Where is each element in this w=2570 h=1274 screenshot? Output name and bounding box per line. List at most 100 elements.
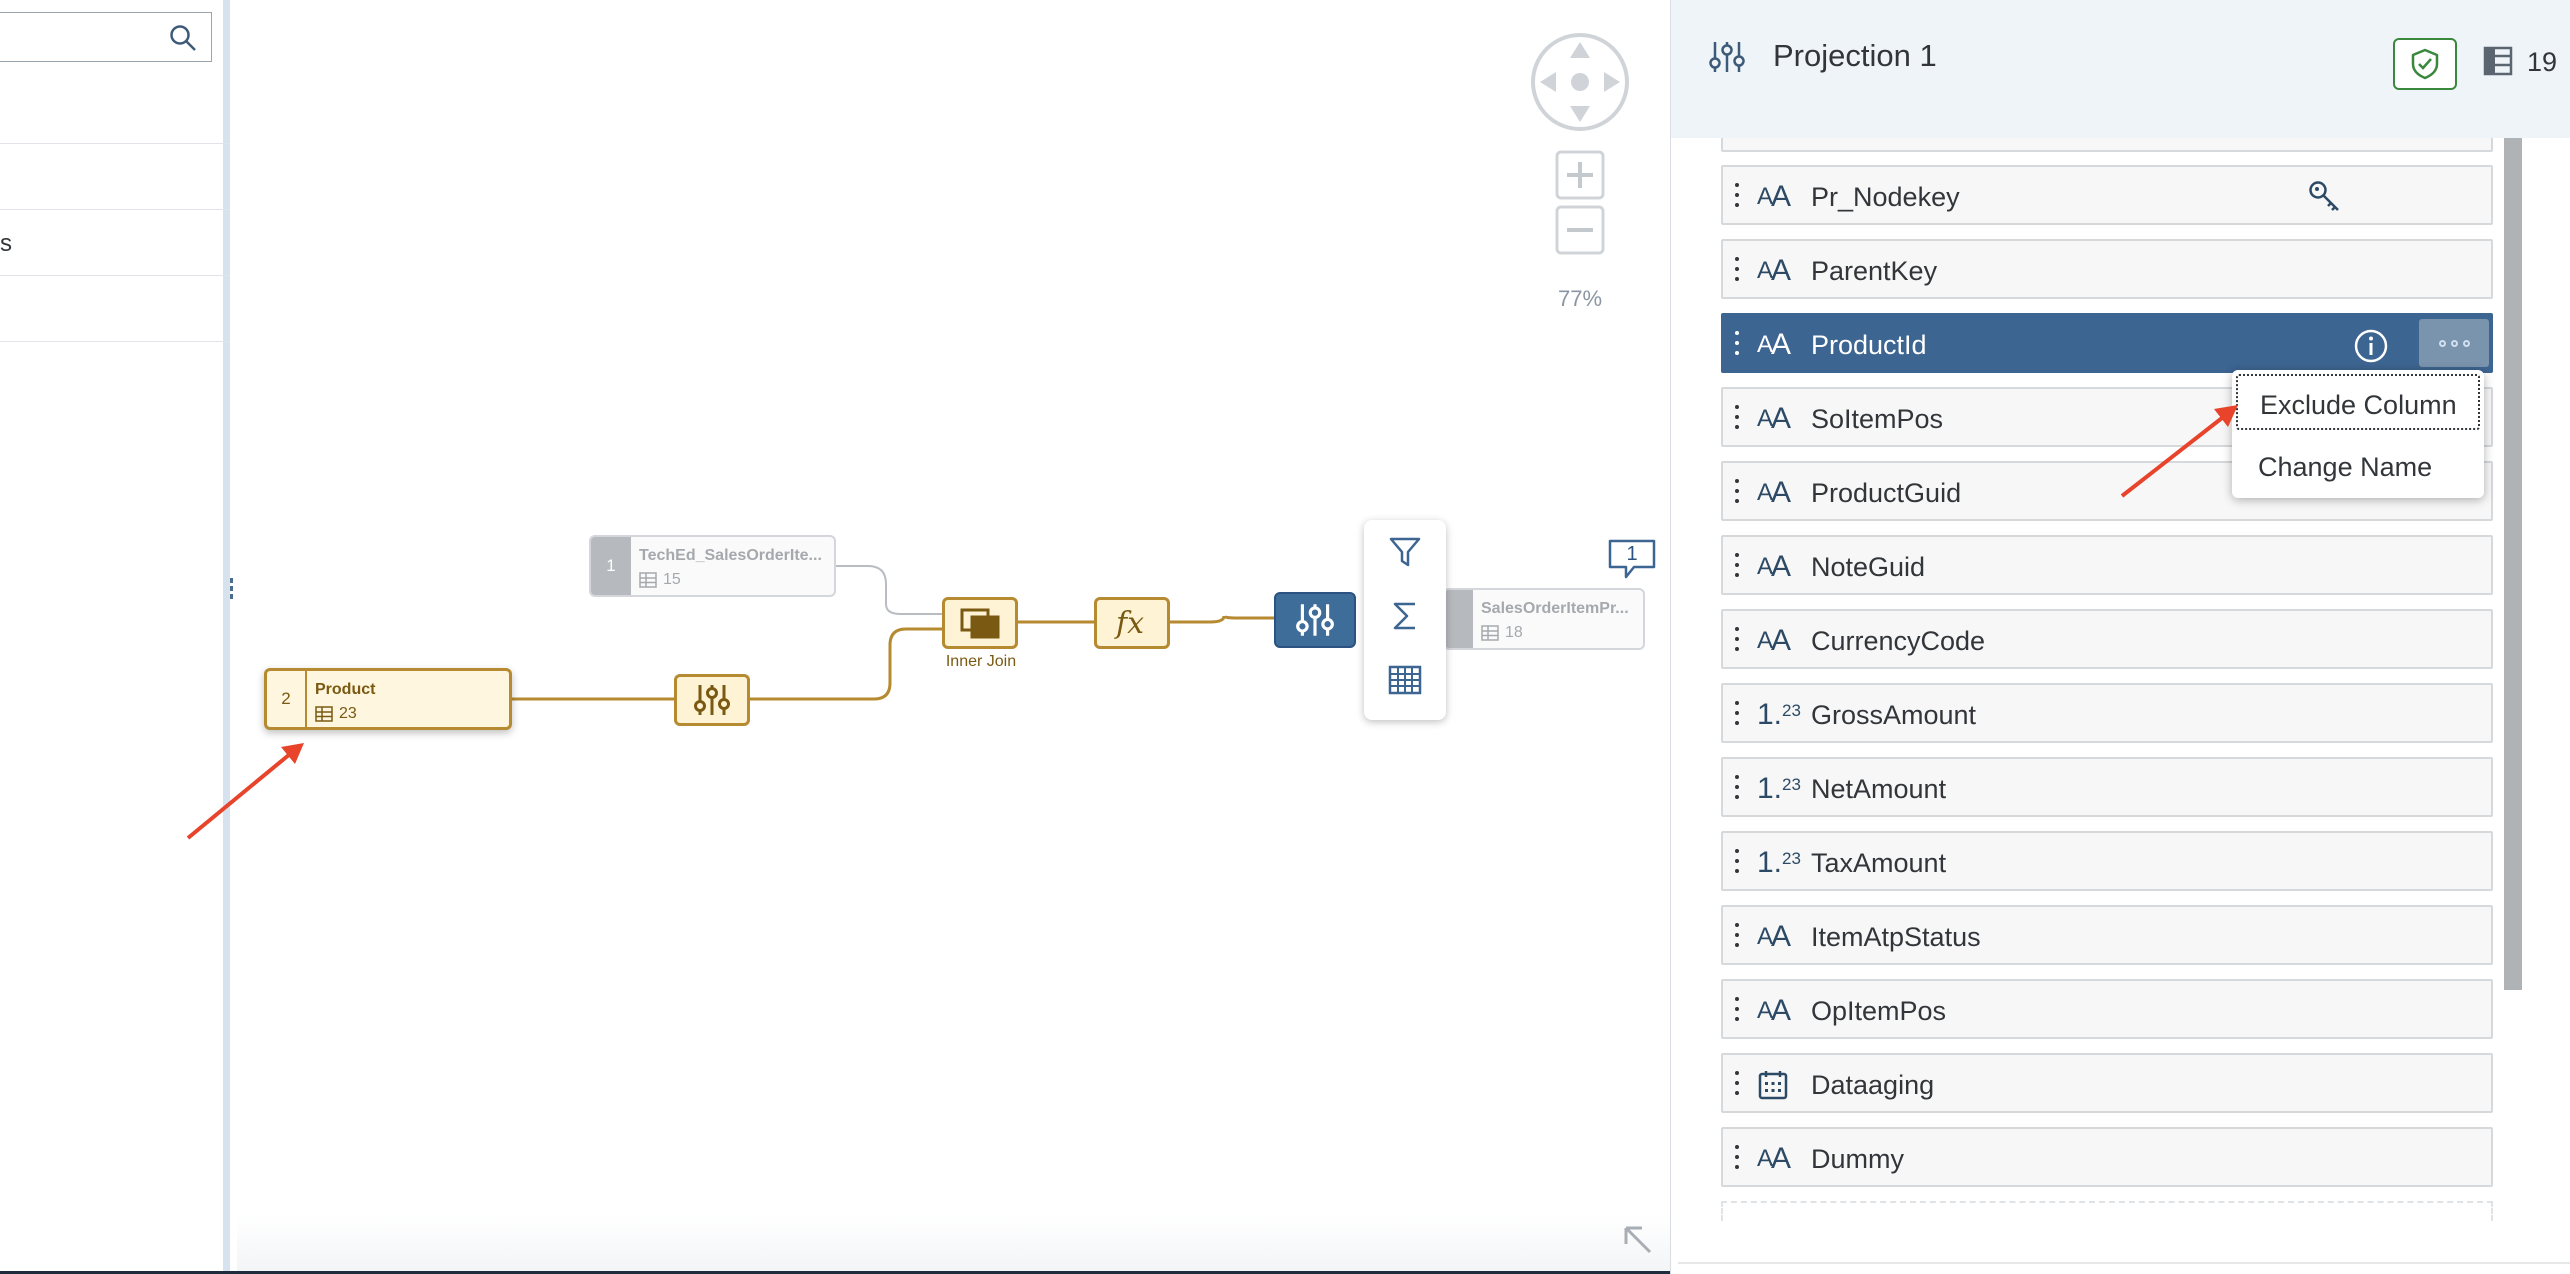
drag-handle-icon[interactable] xyxy=(1735,775,1739,805)
drag-handle-icon[interactable] xyxy=(1735,331,1739,361)
more-options-button[interactable] xyxy=(2419,319,2489,367)
projection-icon xyxy=(1709,42,1745,72)
column-name: NetAmount xyxy=(1811,774,1947,804)
projection-node-product[interactable] xyxy=(674,674,750,726)
info-icon[interactable] xyxy=(2353,328,2389,364)
projection-icon xyxy=(1296,604,1334,636)
search-input[interactable] xyxy=(0,12,212,62)
calculated-column-node[interactable]: fx xyxy=(1094,597,1170,649)
column-name: ProductId xyxy=(1811,330,1927,360)
column-name: ItemAtpStatus xyxy=(1811,922,1981,952)
shield-check-icon xyxy=(2411,48,2439,80)
node-column-count: 23 xyxy=(339,705,357,722)
function-icon: fx xyxy=(1114,606,1144,641)
window-bottom-border xyxy=(0,1271,2570,1274)
table-icon xyxy=(1481,625,1499,641)
left-panel: s xyxy=(0,0,230,1274)
table-icon xyxy=(639,572,657,588)
source-table-node-product[interactable]: 2 Product 23 xyxy=(264,668,512,730)
column-list-scrollbar[interactable] xyxy=(2504,138,2522,990)
left-list-item[interactable] xyxy=(0,144,230,210)
calendar-type-icon xyxy=(1757,1067,1797,1103)
drag-handle-icon[interactable] xyxy=(1735,1071,1739,1101)
output-table-node-sales[interactable]: SalesOrderItemPr... 18 xyxy=(1443,588,1645,650)
change-name-menu-item[interactable]: Change Name xyxy=(2258,452,2433,482)
drag-handle-icon[interactable] xyxy=(1735,405,1739,435)
comment-count: 1 xyxy=(1626,543,1638,565)
drag-handle-icon[interactable] xyxy=(1735,849,1739,879)
node-column-count: 15 xyxy=(663,571,681,588)
column-row-netamount[interactable]: 1.23 NetAmount xyxy=(1721,757,2493,817)
collapse-arrow-icon[interactable] xyxy=(1620,1222,1654,1256)
exclude-column-menu-item[interactable]: Exclude Column xyxy=(2236,374,2480,430)
add-aggregation-button[interactable] xyxy=(1385,596,1425,636)
drag-handle-icon[interactable] xyxy=(1735,183,1739,213)
panel-resize-handle[interactable] xyxy=(228,575,234,609)
column-name: Dummy xyxy=(1811,1144,1904,1174)
zoom-level: 77% xyxy=(1557,286,1603,311)
drag-handle-icon[interactable] xyxy=(1735,1145,1739,1175)
join-label: Inner Join xyxy=(945,653,1017,670)
column-row-dataaging[interactable]: Dataaging xyxy=(1721,1053,2493,1113)
column-name: ProductGuid xyxy=(1811,478,1962,508)
number-type-icon: 1.23 xyxy=(1757,846,1801,879)
preview-data-button[interactable] xyxy=(1385,660,1425,700)
node-index xyxy=(1445,590,1473,648)
column-row-drop-zone xyxy=(1721,1201,2493,1221)
drag-handle-icon[interactable] xyxy=(1735,997,1739,1027)
left-list-item[interactable] xyxy=(0,276,230,342)
drag-handle-icon[interactable] xyxy=(1735,553,1739,583)
column-name: ParentKey xyxy=(1811,256,1938,286)
column-row-taxamount[interactable]: 1.23 TaxAmount xyxy=(1721,831,2493,891)
drag-handle-icon[interactable] xyxy=(1735,923,1739,953)
zoom-in-icon[interactable] xyxy=(1555,150,1605,200)
drag-handle-icon[interactable] xyxy=(1735,257,1739,287)
add-filter-button[interactable] xyxy=(1385,532,1425,572)
drag-handle-icon[interactable] xyxy=(1735,627,1739,657)
node-title: Product xyxy=(315,681,376,698)
source-table-node-teched[interactable]: 1 TechEd_SalesOrderIte... 15 xyxy=(589,535,836,597)
drag-handle-icon[interactable] xyxy=(1735,479,1739,509)
projection-node-selected[interactable] xyxy=(1274,592,1356,648)
sum-icon xyxy=(1393,602,1415,630)
number-type-icon: 1.23 xyxy=(1757,772,1801,805)
key-icon xyxy=(2309,181,2339,211)
validation-status-button[interactable] xyxy=(2393,38,2457,90)
zoom-out-icon[interactable] xyxy=(1555,205,1605,255)
column-name: OpItemPos xyxy=(1811,996,1947,1026)
table-icon xyxy=(315,706,333,722)
search-icon[interactable] xyxy=(169,24,197,52)
panel-header: Projection 1 19 xyxy=(1671,0,2570,138)
column-name: GrossAmount xyxy=(1811,700,1977,730)
pan-navigation-icon[interactable] xyxy=(1530,32,1630,132)
column-context-menu: Exclude Column Change Name xyxy=(2232,370,2484,498)
column-name: TaxAmount xyxy=(1811,848,1947,878)
column-name: NoteGuid xyxy=(1811,552,1926,582)
comment-badge[interactable]: 1 xyxy=(1606,537,1658,581)
column-row[interactable] xyxy=(1721,138,2493,152)
drag-handle-icon[interactable] xyxy=(1735,701,1739,731)
column-row-grossamount[interactable]: 1.23 GrossAmount xyxy=(1721,683,2493,743)
data-grid-icon xyxy=(1388,665,1422,695)
join-node[interactable] xyxy=(942,597,1018,649)
panel-footer-divider xyxy=(1678,1262,2570,1264)
node-quick-actions xyxy=(1364,520,1446,720)
left-list-item[interactable]: s xyxy=(0,210,230,276)
left-list-item[interactable] xyxy=(0,78,230,144)
